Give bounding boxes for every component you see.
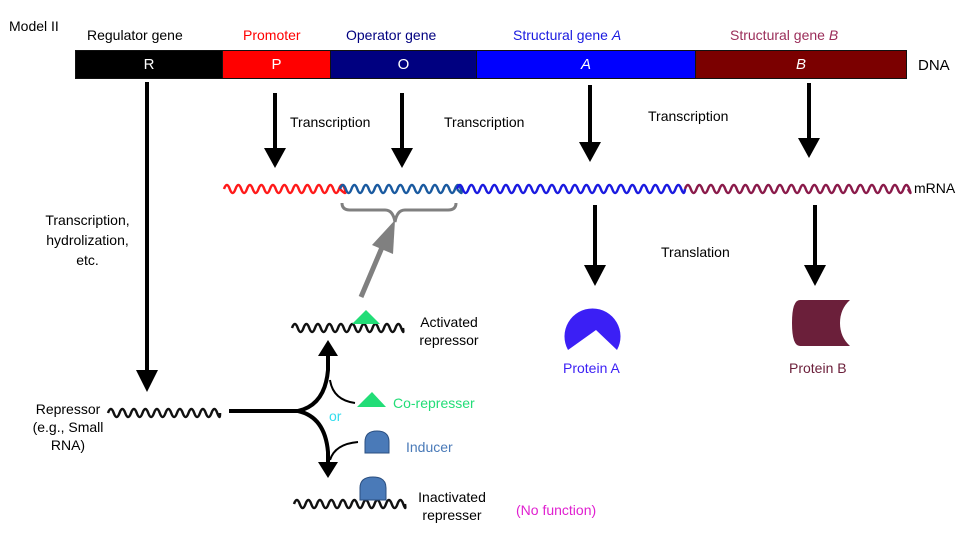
co-repressor-join bbox=[329, 379, 356, 404]
heading-gene-letter: B bbox=[828, 27, 839, 43]
arrowhead bbox=[584, 265, 606, 286]
inducer-shape bbox=[364, 430, 390, 454]
translation-arrows bbox=[584, 205, 826, 286]
repressor-strand bbox=[106, 407, 222, 419]
mrna-segment-operator bbox=[338, 183, 463, 195]
co-repressor-triangle bbox=[357, 392, 386, 407]
inactivated-repressor-label: Inactivated represser bbox=[410, 488, 494, 524]
transcription-arrows bbox=[264, 83, 820, 168]
gene-heading-promoter: Promoter bbox=[243, 27, 301, 43]
heading-text: Structural gene bbox=[730, 27, 829, 43]
mrna-segment-promoter bbox=[222, 183, 347, 195]
label-line: RNA) bbox=[50, 437, 86, 453]
mrna-segment-structural-a bbox=[455, 183, 687, 195]
label-line: Repressor bbox=[35, 401, 101, 417]
branch-down bbox=[297, 409, 330, 465]
bound-inducer-shape bbox=[359, 476, 387, 501]
protein-a-shape bbox=[564, 308, 621, 350]
inducer-label: Inducer bbox=[406, 439, 453, 455]
co-repressor-label: Co-represser bbox=[393, 395, 475, 411]
label-line: represser bbox=[422, 507, 482, 523]
gene-heading-operator: Operator gene bbox=[346, 27, 437, 43]
inactivated-repressor-strand bbox=[292, 498, 407, 510]
dna-segment-promoter: P bbox=[222, 50, 331, 79]
arrowhead bbox=[264, 148, 286, 168]
arrowhead bbox=[136, 370, 158, 392]
label-line: Transcription, bbox=[45, 212, 130, 228]
mrna-segment-structural-b bbox=[683, 183, 912, 195]
protein-b-shape bbox=[792, 300, 850, 346]
regulator-path-label: Transcription, hydrolization, etc. bbox=[30, 210, 145, 270]
dna-segment-operator: O bbox=[330, 50, 477, 79]
mrna-strand bbox=[222, 183, 912, 195]
arrowhead bbox=[318, 340, 338, 356]
arrowhead bbox=[804, 265, 826, 286]
arrowhead bbox=[798, 138, 820, 158]
activated-repressor-strand bbox=[290, 322, 405, 334]
dna-segment-structural-a: A bbox=[476, 50, 696, 79]
dna-label: DNA bbox=[918, 57, 950, 74]
repressor-strands bbox=[106, 322, 407, 510]
model-label: Model II bbox=[9, 18, 59, 34]
arrowhead bbox=[372, 220, 395, 254]
repressor-branch-arrows bbox=[229, 340, 359, 478]
gene-heading-structural-a: Structural gene A bbox=[513, 27, 621, 44]
label-line: repressor bbox=[419, 332, 479, 348]
protein-b-label: Protein B bbox=[789, 360, 847, 376]
activated-co-repressor-triangle bbox=[352, 310, 380, 324]
or-label: or bbox=[329, 408, 342, 424]
transcription-label-2: Transcription bbox=[444, 114, 525, 130]
repressor-label: Repressor (e.g., Small RNA) bbox=[18, 400, 118, 454]
dna-segment-structural-b: B bbox=[695, 50, 907, 79]
translation-label: Translation bbox=[661, 244, 730, 260]
mrna-label: mRNA bbox=[914, 180, 956, 196]
activated-repressor-label: Activated repressor bbox=[413, 313, 485, 349]
dna-segment-regulator: R bbox=[75, 50, 223, 79]
transcription-label-3: Transcription bbox=[648, 108, 729, 124]
protein-a-label: Protein A bbox=[563, 360, 620, 376]
arrowhead bbox=[318, 462, 338, 478]
gene-heading-structural-b: Structural gene B bbox=[730, 27, 838, 44]
branch-up bbox=[297, 355, 330, 413]
arrowhead bbox=[391, 148, 413, 168]
label-line: hydrolization, bbox=[46, 232, 129, 248]
transcription-label-1: Transcription bbox=[290, 114, 371, 130]
heading-text: Structural gene bbox=[513, 27, 612, 43]
heading-gene-letter: A bbox=[611, 27, 622, 43]
inducer-join bbox=[329, 441, 359, 461]
label-line: Activated bbox=[420, 314, 478, 330]
label-line: (e.g., Small bbox=[32, 419, 104, 435]
label-line: Inactivated bbox=[418, 489, 486, 505]
operator-brace bbox=[340, 202, 458, 223]
label-line: etc. bbox=[76, 252, 99, 268]
gene-heading-regulator: Regulator gene bbox=[87, 27, 183, 43]
no-function-label: (No function) bbox=[516, 502, 597, 518]
arrowhead bbox=[579, 142, 601, 162]
